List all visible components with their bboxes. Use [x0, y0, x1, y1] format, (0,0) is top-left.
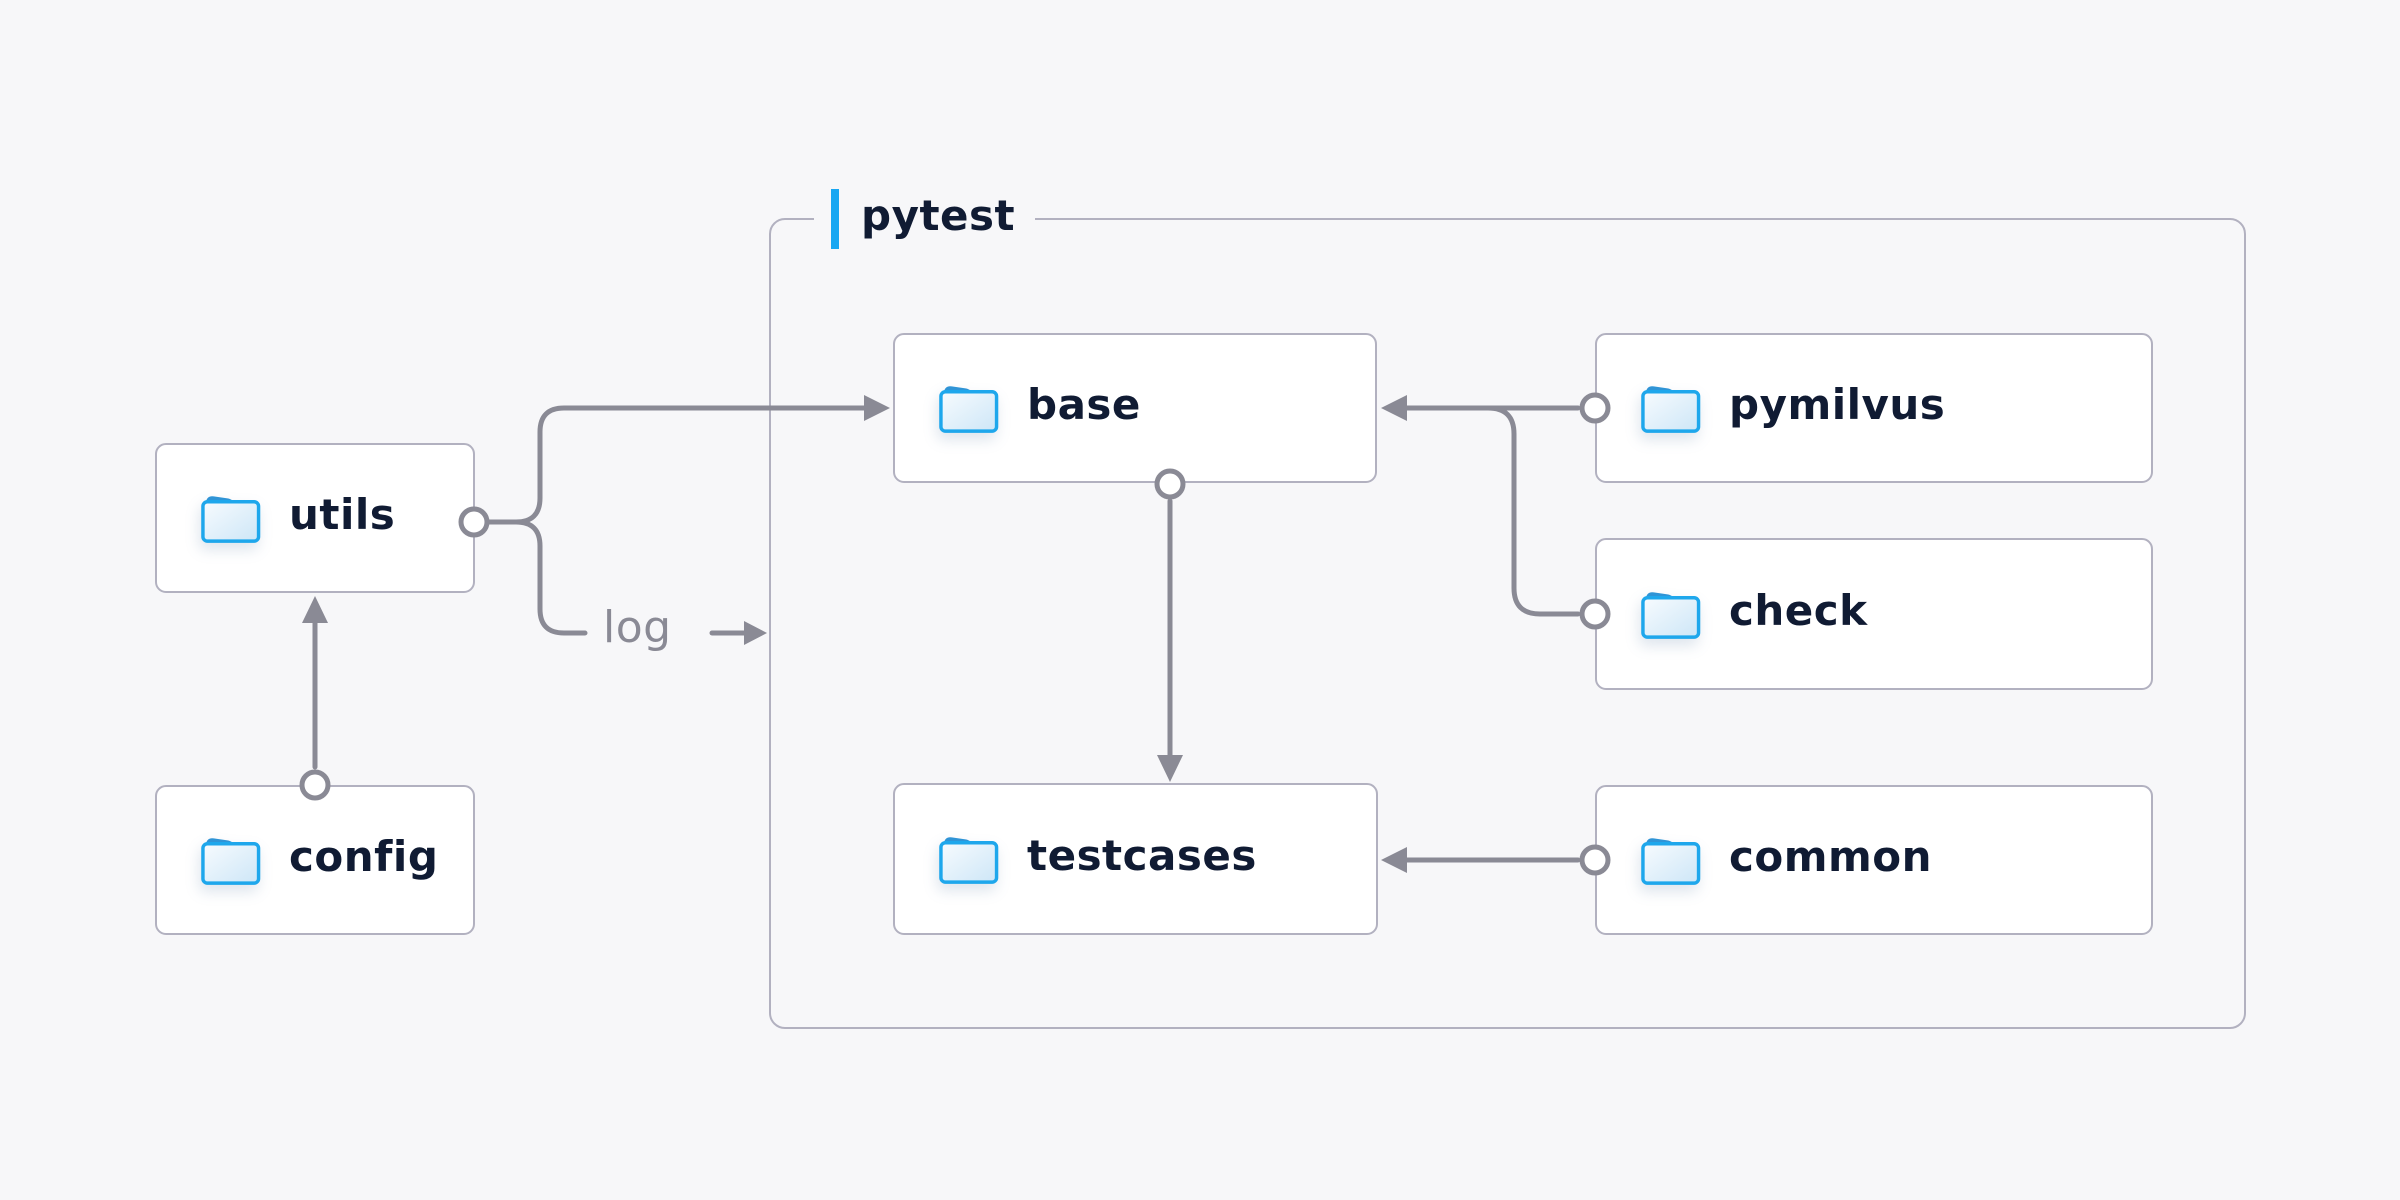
node-label: common [1729, 832, 1933, 881]
node-testcases: testcases [893, 783, 1378, 935]
node-base: base [893, 333, 1377, 483]
folder-icon [1639, 381, 1702, 435]
node-common: common [1595, 785, 2153, 935]
pytest-container-title: pytest [861, 191, 1016, 240]
node-label: check [1729, 586, 1868, 635]
node-utils: utils [155, 443, 475, 593]
node-check: check [1595, 538, 2153, 690]
node-label: pymilvus [1729, 380, 1946, 429]
pytest-container: pytest [769, 188, 2246, 1029]
folder-icon [937, 381, 1000, 435]
node-pymilvus: pymilvus [1595, 333, 2153, 483]
arrowhead-up-utils [302, 596, 328, 623]
node-label: utils [289, 490, 396, 539]
pytest-container-label: pytest [814, 188, 1036, 250]
node-label: testcases [1027, 831, 1257, 880]
folder-icon [1639, 587, 1702, 641]
log-edge-label: log [603, 602, 672, 653]
folder-icon [199, 833, 262, 887]
edge-utils-log [513, 519, 588, 636]
folder-icon [1639, 833, 1702, 887]
folder-icon [199, 491, 262, 545]
folder-icon [937, 832, 1000, 886]
arrowhead-right-log [744, 621, 767, 645]
node-config: config [155, 785, 475, 935]
node-label: base [1027, 380, 1141, 429]
node-label: config [289, 832, 439, 881]
accent-bar [831, 189, 839, 249]
